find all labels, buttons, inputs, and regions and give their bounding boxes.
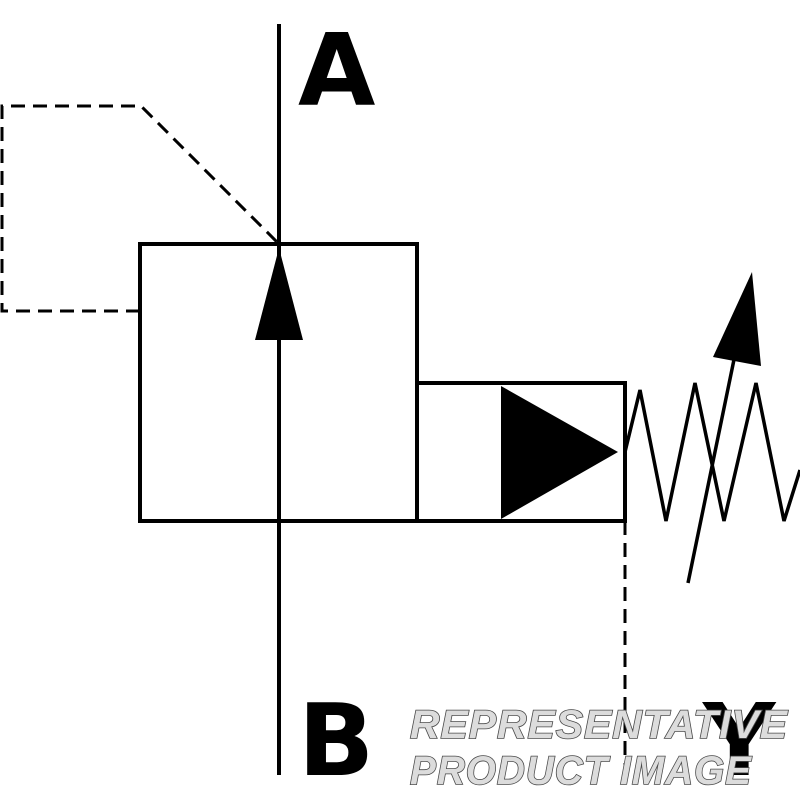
adjustment-arrow-shaft	[686, 344, 739, 584]
pilot-line-dashed	[0, 104, 281, 313]
spring-icon	[623, 382, 800, 522]
direction-triangle-icon	[501, 386, 618, 519]
watermark: REPRESENTATIVE PRODUCT IMAGE	[409, 702, 788, 794]
adjustment-arrow-icon	[713, 272, 761, 366]
port-label-y: Y	[702, 682, 777, 799]
port-label-b: B	[298, 682, 374, 799]
flow-arrow-icon	[255, 248, 303, 340]
watermark-line-1: REPRESENTATIVE	[410, 703, 788, 747]
port-label-a: A	[298, 12, 375, 129]
watermark-line-2: PRODUCT IMAGE	[410, 749, 752, 793]
